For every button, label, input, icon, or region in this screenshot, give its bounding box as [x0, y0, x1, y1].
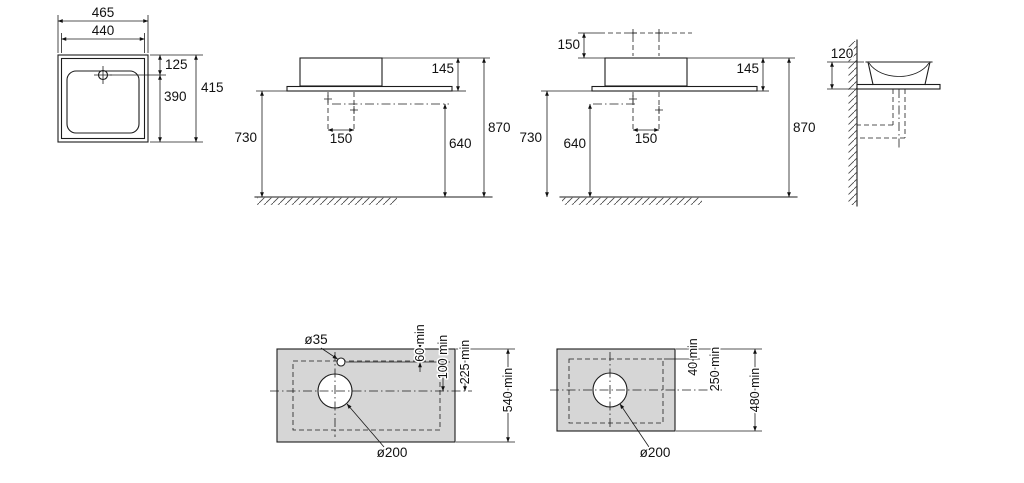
dim-540min: 540 min — [501, 368, 515, 413]
dim-120: 120 — [831, 46, 854, 61]
dim-145: 145 — [736, 61, 759, 76]
dim-415: 415 — [201, 80, 224, 95]
dim-150-fixing: 150 — [330, 131, 353, 146]
dim-640: 640 — [449, 136, 472, 151]
cutout-template-a: 60 min 100 min 225 min 540 min ø35 ø200 — [270, 323, 517, 462]
dim-870: 870 — [488, 120, 511, 135]
side-view: 120 — [827, 39, 941, 207]
wall-hatch — [848, 41, 857, 205]
dim-60min: 60 min — [413, 324, 427, 362]
dim-390: 390 — [164, 89, 187, 104]
dim-125: 125 — [165, 57, 188, 72]
dim-730: 730 — [234, 130, 257, 145]
dim-100min: 100 min — [436, 335, 450, 380]
dim-150-fixing: 150 — [635, 131, 658, 146]
dim-dia200: ø200 — [377, 445, 408, 460]
dim-150-tap: 150 — [557, 37, 580, 52]
dim-dia35: ø35 — [304, 332, 327, 347]
dim-730: 730 — [519, 130, 542, 145]
dim-250min: 250 min — [708, 347, 722, 392]
dim-640: 640 — [563, 136, 586, 151]
cutout-template-b: 40 min 250 min 480 min ø200 — [550, 337, 764, 462]
dim-440: 440 — [92, 23, 115, 38]
tap-hole-mark — [655, 29, 663, 37]
tap-hole-mark — [629, 29, 637, 37]
dim-870: 870 — [793, 120, 816, 135]
dim-480min: 480 min — [748, 368, 762, 413]
plan-view: 465 440 125 390 415 — [57, 4, 225, 143]
tap-hole-symbol — [94, 66, 112, 84]
dim-225min: 225 min — [458, 340, 472, 385]
floor-hatch — [257, 197, 397, 205]
dim-dia200: ø200 — [640, 445, 671, 460]
floor-hatch — [562, 197, 702, 205]
front-view-a: 150 730 640 145 870 — [233, 57, 512, 205]
dim-465: 465 — [92, 5, 115, 20]
tap-hole — [336, 357, 346, 367]
front-view-b: 150 150 730 640 145 870 — [518, 29, 817, 205]
dim-145: 145 — [431, 61, 454, 76]
dim-40min: 40 min — [686, 338, 700, 376]
